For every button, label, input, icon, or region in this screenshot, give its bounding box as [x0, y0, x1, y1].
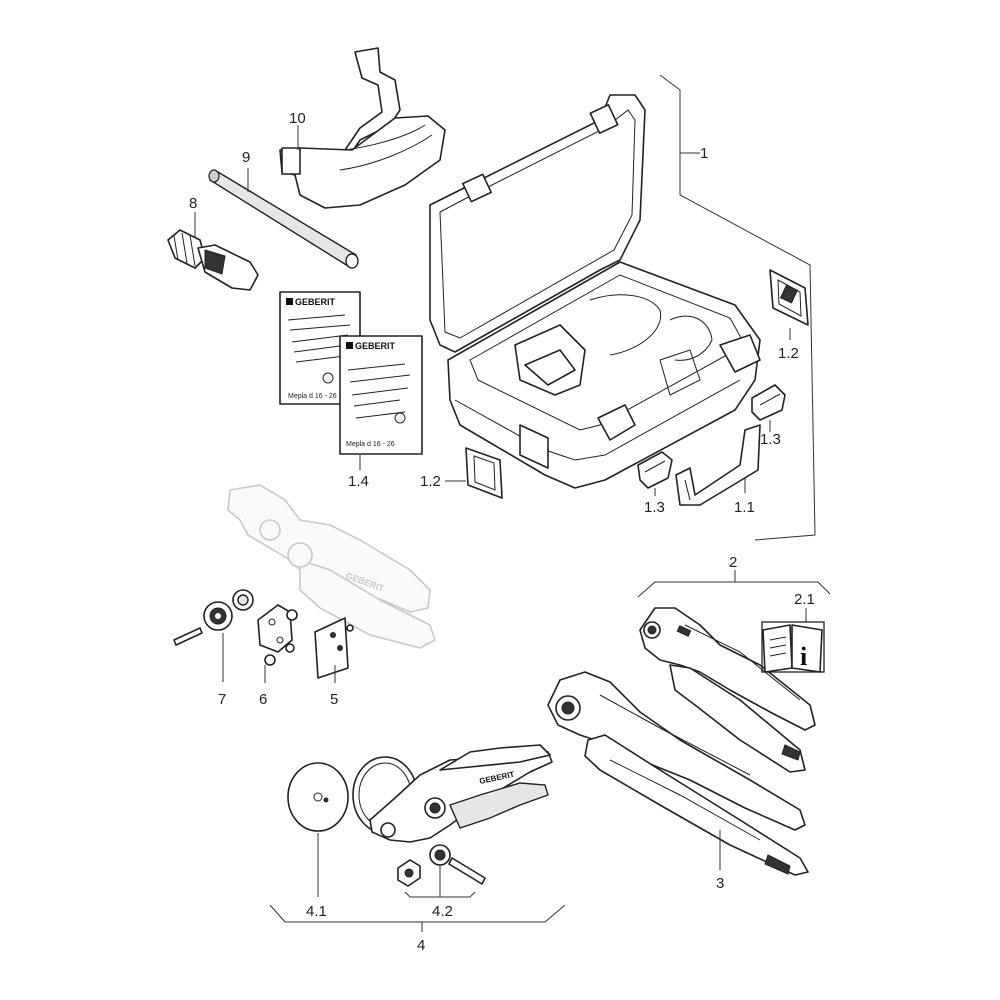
label-cutter-wheel: 4.1 — [306, 903, 327, 920]
label-manual: 1.4 — [348, 473, 369, 490]
manual-booklets: GEBERIT Mepla d 16 - 26 GEBERIT Mepla d … — [279, 291, 423, 470]
info-letter: i — [800, 642, 807, 671]
label-pliers-set: 2 — [729, 554, 737, 571]
latch-bottom-part — [637, 451, 673, 496]
clip-left-part — [445, 447, 503, 499]
booklet-back-caption: Mepla d 16 - 26 — [288, 393, 337, 400]
group-1-bracket — [659, 74, 816, 541]
label-press-jaw: 3 — [716, 875, 724, 892]
strap-part — [279, 47, 446, 209]
case-part — [429, 94, 761, 489]
booklet-front-brand: GEBERIT — [355, 341, 396, 351]
ghost-tool-outline: GEBERIT — [227, 484, 436, 649]
label-roller: 7 — [218, 691, 226, 708]
deburrer-part — [167, 212, 259, 291]
label-plate: 5 — [330, 691, 338, 708]
label-case-handle: 1.1 — [734, 499, 755, 516]
press-pliers-upper — [639, 607, 816, 773]
info-book-icon: i — [761, 608, 825, 673]
label-bracket: 6 — [259, 691, 267, 708]
plate-part — [314, 617, 354, 683]
label-cutter-set: 4 — [417, 937, 425, 954]
bracket-part — [257, 604, 298, 683]
booklet-back-brand: GEBERIT — [295, 297, 336, 307]
booklet-front-caption: Mepla d 16 - 26 — [346, 441, 395, 448]
label-case: 1 — [700, 145, 708, 162]
label-latch-right: 1.3 — [760, 431, 781, 448]
clip-right-part — [769, 269, 809, 340]
group-4-bracket — [269, 904, 566, 932]
callout-labels: 1 10 9 8 1.2 1.3 1.1 1.3 1.2 1.4 2 2.1 7… — [189, 110, 815, 954]
label-strap: 10 — [289, 110, 306, 127]
press-pliers-lower — [547, 671, 809, 876]
group-2-bracket — [637, 570, 831, 598]
label-info: 2.1 — [794, 591, 815, 608]
label-deburrer: 8 — [189, 195, 197, 212]
cutter-tool: GEBERIT — [287, 744, 553, 898]
latch-right-part — [751, 384, 786, 432]
label-latch-bottom: 1.3 — [644, 499, 665, 516]
label-cutter-parts: 4.2 — [432, 903, 453, 920]
label-clip-right: 1.2 — [778, 345, 799, 362]
label-clip-left: 1.2 — [420, 473, 441, 490]
label-rod: 9 — [242, 149, 250, 166]
roller-part — [173, 589, 254, 682]
rod-part — [208, 168, 359, 269]
case-handle-part — [675, 424, 761, 506]
